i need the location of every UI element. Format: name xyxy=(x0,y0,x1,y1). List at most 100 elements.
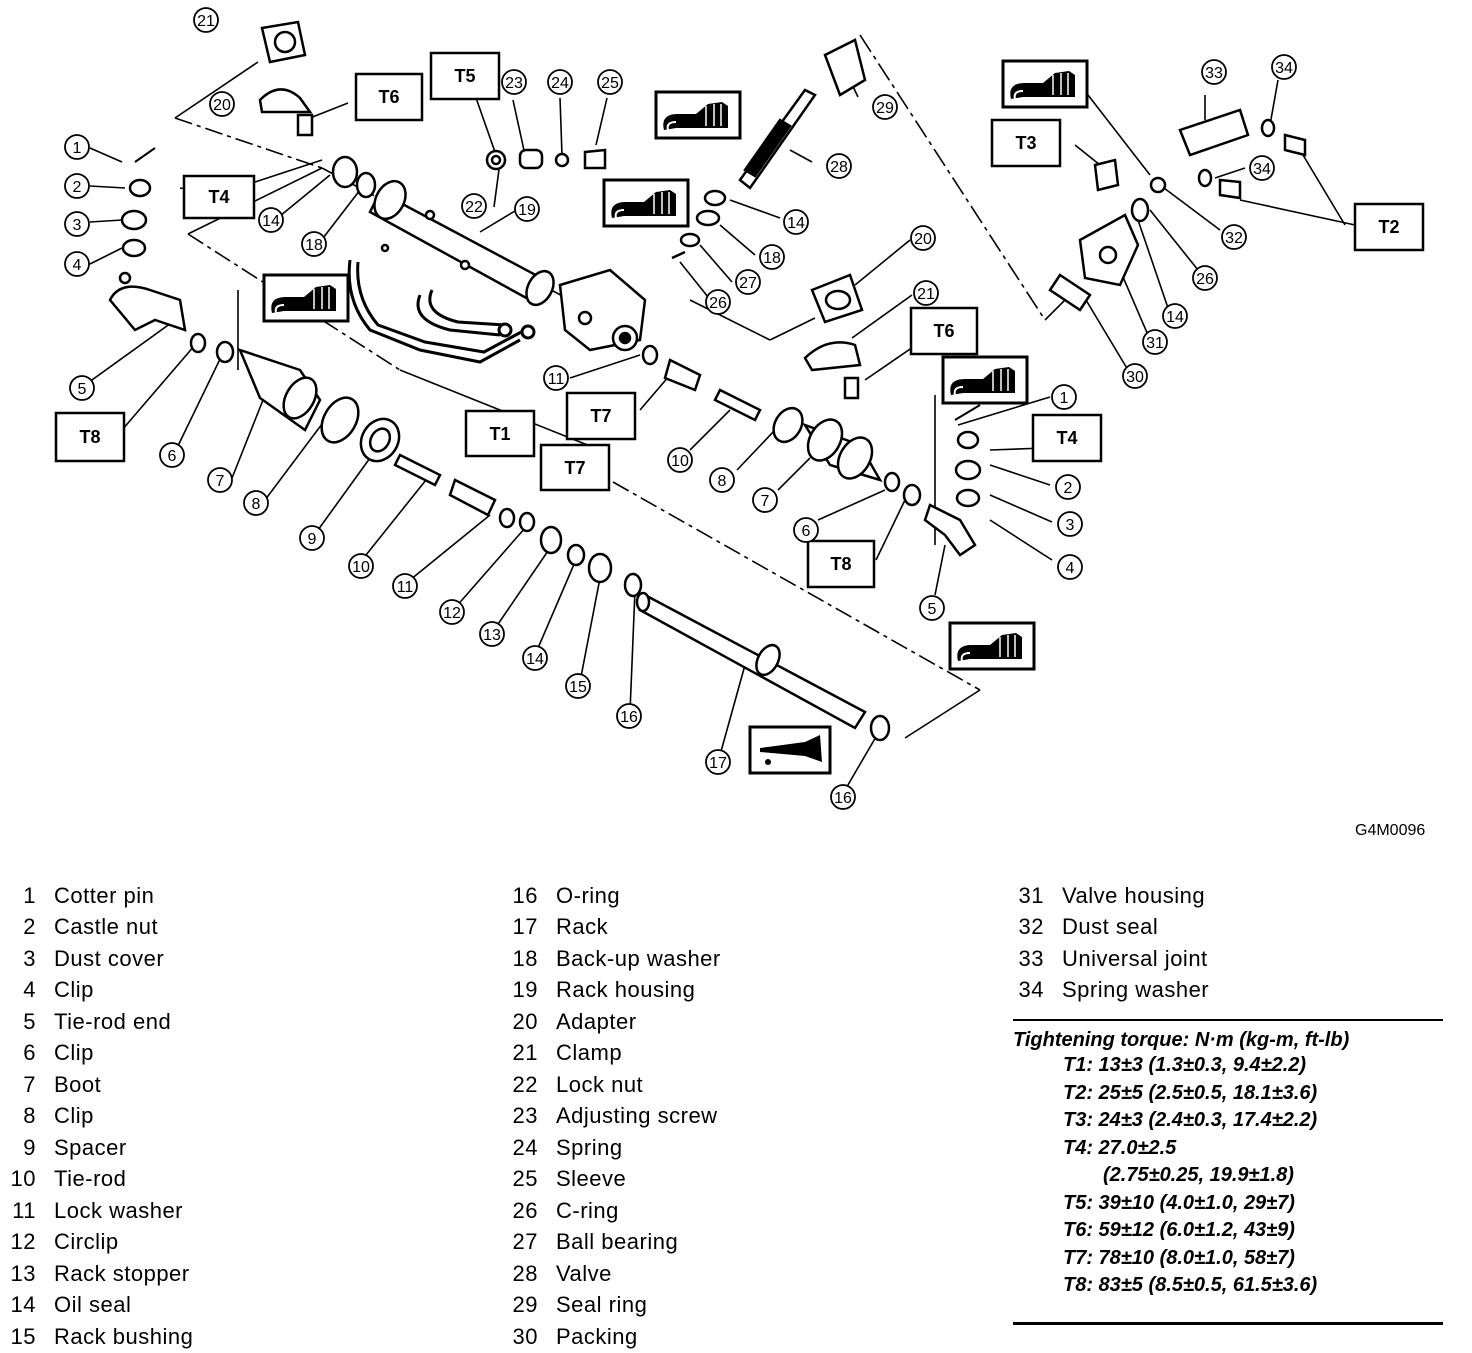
torque-line: T3: 24±3 (2.4±0.3, 17.4±2.2) xyxy=(1063,1109,1318,1131)
callouts: 21 20 1 2 3 4 5 14 18 22 19 23 24 25 29 … xyxy=(64,7,1297,810)
tag-label: T5 xyxy=(454,66,475,86)
callout: 25 xyxy=(597,69,623,95)
callout: 4 xyxy=(1057,554,1083,580)
callout: 34 xyxy=(1271,54,1297,80)
svg-text:5: 5 xyxy=(78,381,87,398)
svg-text:19: 19 xyxy=(518,202,536,219)
tag-label: T8 xyxy=(79,427,100,447)
tag-t7-mid: T7 xyxy=(539,443,611,492)
svg-text:16: 16 xyxy=(620,709,638,726)
svg-text:9: 9 xyxy=(308,531,317,548)
left-tie-rod-end xyxy=(108,147,187,332)
figure-id: G4M0096 xyxy=(1355,822,1426,839)
torque-spec-panel: Tightening torque: N·m (kg-m, ft-lb) T1:… xyxy=(1013,1019,1443,1300)
torque-line: T1: 13±3 (1.3±0.3, 9.4±2.2) xyxy=(1063,1054,1307,1076)
svg-text:20: 20 xyxy=(914,231,932,248)
callout: 29 xyxy=(872,94,898,120)
torque-tags: T5 T6 T4 T8 T1 T7 T7 T6 T4 T8 T3 T2 xyxy=(54,51,1425,589)
tag-label: T7 xyxy=(564,458,585,478)
leader-lines xyxy=(84,34,1356,791)
svg-text:22: 22 xyxy=(465,199,483,216)
tag-label: T6 xyxy=(933,321,954,341)
svg-text:34: 34 xyxy=(1275,60,1293,77)
torque-line: T4: 27.0±2.5 xyxy=(1063,1136,1177,1159)
callout: 1 xyxy=(64,134,90,160)
svg-text:4: 4 xyxy=(1066,560,1075,577)
svg-text:28: 28 xyxy=(830,159,848,176)
svg-text:21: 21 xyxy=(197,13,215,30)
tag-t3: T3 xyxy=(990,118,1062,168)
fluid-pipes xyxy=(347,259,536,364)
callout: 12 xyxy=(439,599,465,625)
callout: 19 xyxy=(514,196,540,222)
svg-text:3: 3 xyxy=(73,217,82,234)
callout: 18 xyxy=(759,244,785,270)
adjuster-parts xyxy=(331,148,727,260)
svg-text:12: 12 xyxy=(443,605,461,622)
tag-label: T8 xyxy=(830,554,851,574)
callout: 21 xyxy=(913,280,939,306)
torque-line: T6: 59±12 (6.0±1.2, 43±9) xyxy=(1063,1219,1295,1241)
svg-text:17: 17 xyxy=(709,755,727,772)
callout: 32 xyxy=(1221,224,1247,250)
svg-text:34: 34 xyxy=(1253,161,1271,178)
svg-text:18: 18 xyxy=(763,250,781,267)
torque-line: T2: 25±5 (2.5±0.5, 18.1±3.6) xyxy=(1063,1081,1318,1104)
svg-text:1: 1 xyxy=(1060,390,1069,407)
svg-text:5: 5 xyxy=(928,601,937,618)
callout: 17 xyxy=(705,749,731,775)
svg-text:29: 29 xyxy=(876,100,894,117)
svg-text:13: 13 xyxy=(483,627,501,644)
svg-text:27: 27 xyxy=(739,275,757,292)
svg-text:7: 7 xyxy=(216,473,225,490)
svg-text:23: 23 xyxy=(505,75,523,92)
svg-text:2: 2 xyxy=(1064,480,1073,497)
callout: 20 xyxy=(209,91,235,117)
exploded-view-diagram: T5 T6 T4 T8 T1 T7 T7 T6 T4 T8 T3 T2 21 2… xyxy=(54,7,1425,810)
svg-text:8: 8 xyxy=(718,473,727,490)
callout: 3 xyxy=(1057,511,1083,537)
svg-text:2: 2 xyxy=(73,179,82,196)
callout: 14 xyxy=(522,645,548,671)
callout: 14 xyxy=(783,209,809,235)
svg-text:14: 14 xyxy=(1166,309,1184,326)
tag-label: T3 xyxy=(1015,133,1036,153)
svg-text:33: 33 xyxy=(1205,65,1223,82)
callout: 27 xyxy=(735,269,761,295)
tag-t8-right: T8 xyxy=(806,539,876,589)
callout: 3 xyxy=(64,211,90,237)
tag-t4-left: T4 xyxy=(182,174,256,220)
tag-label: T1 xyxy=(489,424,510,444)
callout: 11 xyxy=(543,365,569,391)
svg-text:6: 6 xyxy=(168,448,177,465)
callout: 7 xyxy=(207,467,233,493)
grease-icon xyxy=(948,621,1036,671)
callout: 31 xyxy=(1142,329,1168,355)
tag-label: T7 xyxy=(590,406,611,426)
tag-label: T6 xyxy=(378,87,399,107)
callout: 4 xyxy=(64,251,90,277)
gearbox-housing xyxy=(558,268,647,352)
callout: 26 xyxy=(705,289,731,315)
callout: 16 xyxy=(616,703,642,729)
svg-text:6: 6 xyxy=(802,523,811,540)
callout: 13 xyxy=(479,621,505,647)
